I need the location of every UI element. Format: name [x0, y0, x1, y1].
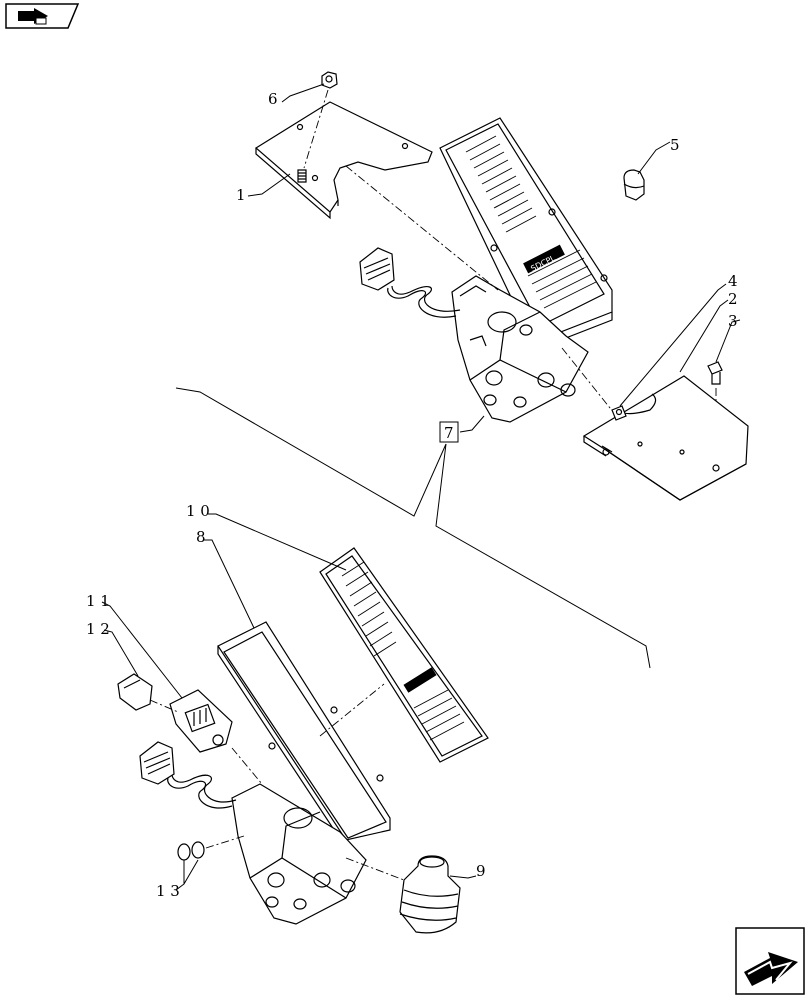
part-9-boot [399, 855, 461, 934]
callout-8: 8 [196, 528, 206, 546]
part-1-mounting-plate [254, 101, 433, 220]
callout-7-box: 7 [439, 421, 459, 443]
upper-valve-body [359, 247, 589, 423]
part-12-connector [117, 673, 153, 711]
part-2-bracket-plate [582, 375, 749, 501]
callout-6: 6 [268, 90, 278, 108]
part-4-stud [611, 405, 627, 421]
callout-lines [101, 83, 741, 891]
part-11-sensor [169, 689, 233, 753]
upper-pedal: SDCPL [439, 117, 613, 349]
callout-7: 7 [444, 424, 454, 442]
callout-3: 3 [728, 312, 738, 330]
callout-11: 1 1 [86, 592, 110, 610]
callout-10: 1 0 [186, 502, 210, 520]
callout-numbers: 6 1 5 4 2 3 7 1 0 8 1 1 1 2 1 3 9 [86, 90, 738, 900]
page-forward-arrow-icon [744, 952, 798, 986]
part-13-o-rings [177, 841, 205, 861]
part-10-pedal-pad [319, 547, 489, 763]
part-6-nut [321, 71, 338, 89]
callout-13: 1 3 [156, 882, 180, 900]
callout-12: 1 2 [86, 620, 110, 638]
prev-page-button[interactable] [5, 3, 80, 29]
lower-pedal-assembly [117, 547, 489, 934]
next-page-button[interactable] [735, 927, 805, 995]
callout-9: 9 [476, 862, 486, 880]
part-3-bolt [707, 361, 723, 385]
page-back-arrow-icon [18, 8, 48, 25]
callout-4: 4 [728, 272, 738, 290]
callout-1: 1 [236, 186, 246, 204]
lower-valve-body [139, 741, 367, 925]
part-5-plug [623, 169, 645, 201]
callout-2: 2 [728, 290, 738, 308]
callout-5: 5 [670, 136, 680, 154]
upper-pedal-assembly: SDCPL [254, 71, 749, 501]
